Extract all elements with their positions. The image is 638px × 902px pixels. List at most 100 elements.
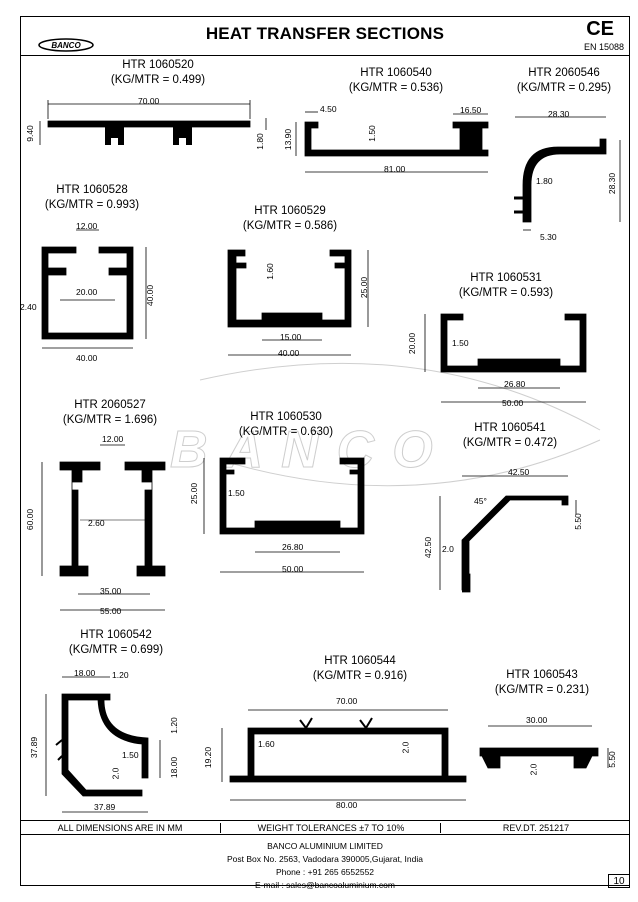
header: BANCO HEAT TRANSFER SECTIONS CE EN 15088 xyxy=(20,16,630,56)
dim-text: 12.00 xyxy=(76,221,98,231)
dim-text: 1.20 xyxy=(168,717,179,734)
section-weight: (KG/MTR = 0.586) xyxy=(242,220,338,232)
dim-text: 26.80 xyxy=(282,542,304,552)
footer-notes-row: ALL DIMENSIONS ARE IN MM WEIGHT TOLERANC… xyxy=(20,820,630,835)
section-label-1060544: HTR 1060544 (KG/MTR = 0.916) xyxy=(290,654,430,684)
dim-text: 30.00 xyxy=(526,715,548,725)
dim-text: 50.00 xyxy=(282,564,304,574)
dim-text: 40.00 xyxy=(76,353,98,363)
dim-text: 5.50 xyxy=(572,513,583,530)
dim-text: 20.00 xyxy=(76,287,98,297)
company-info: BANCO ALUMINIUM LIMITED Post Box No. 256… xyxy=(20,840,630,892)
section-weight: (KG/MTR = 0.916) xyxy=(312,670,408,682)
page-number: 10 xyxy=(608,874,630,888)
dim-text: 81.00 xyxy=(384,164,406,174)
dim-text: 19.20 xyxy=(203,746,214,769)
section-label-1060542: HTR 1060542 (KG/MTR = 0.699) xyxy=(46,628,186,658)
section-weight: (KG/MTR = 0.536) xyxy=(348,82,444,94)
dim-text: 13.90 xyxy=(283,128,294,151)
dim-text: 1.60 xyxy=(258,739,275,749)
page-title: HEAT TRANSFER SECTIONS xyxy=(205,24,445,43)
dim-text: 1.50 xyxy=(228,488,245,498)
section-label-1060529: HTR 1060529 (KG/MTR = 0.586) xyxy=(220,204,360,234)
section-label-1060528: HTR 1060528 (KG/MTR = 0.993) xyxy=(22,183,162,213)
dim-text: 26.80 xyxy=(504,379,526,389)
dimensions-note: ALL DIMENSIONS ARE IN MM xyxy=(57,823,183,833)
dim-text: 2.0 xyxy=(442,544,454,554)
revision-date: REV.DT. 251217 xyxy=(440,823,631,833)
dim-text: 4.50 xyxy=(320,104,337,114)
profile-1060542 xyxy=(45,676,161,813)
dim-text: 9.40 xyxy=(24,125,35,142)
dim-text: 37.89 xyxy=(29,736,40,759)
section-code: HTR 1060530 xyxy=(250,411,322,423)
section-weight: (KG/MTR = 0.499) xyxy=(110,74,206,86)
dim-text: 1.50 xyxy=(122,750,139,760)
section-label-2060546: HTR 2060546 (KG/MTR = 0.295) xyxy=(494,66,634,96)
dim-text: 18.00 xyxy=(74,668,96,678)
section-label-1060530: HTR 1060530 (KG/MTR = 0.630) xyxy=(216,410,356,440)
section-label-1060543: HTR 1060543 (KG/MTR = 0.231) xyxy=(472,668,612,698)
dim-text: 28.30 xyxy=(607,172,618,195)
section-weight: (KG/MTR = 0.993) xyxy=(44,199,140,211)
dim-text: 5.50 xyxy=(606,751,617,768)
section-code: HTR 2060546 xyxy=(528,67,600,79)
dim-text: 42.50 xyxy=(423,536,434,559)
dim-text: 2.60 xyxy=(88,518,105,528)
page-frame xyxy=(20,16,630,886)
section-weight: (KG/MTR = 0.593) xyxy=(458,287,554,299)
dim-text: 1.50 xyxy=(452,338,469,348)
dim-text: 20.00 xyxy=(407,332,418,355)
section-code: HTR 1060541 xyxy=(474,422,546,434)
profile-1060529 xyxy=(227,249,369,356)
section-code: HTR 1060520 xyxy=(122,59,194,71)
section-label-2060527: HTR 2060527 (KG/MTR = 1.696) xyxy=(40,398,180,428)
dim-text: 55.00 xyxy=(100,606,122,616)
profile-2060527 xyxy=(41,444,166,611)
dim-text: 16.50 xyxy=(460,105,482,115)
section-label-1060531: HTR 1060531 (KG/MTR = 0.593) xyxy=(436,271,576,301)
dim-text: 80.00 xyxy=(336,800,358,810)
section-label-1060520: HTR 1060520 (KG/MTR = 0.499) xyxy=(88,58,228,88)
dim-text: 12.00 xyxy=(102,434,124,444)
profile-1060541 xyxy=(439,475,577,593)
dim-text: 40.00 xyxy=(278,348,300,358)
dim-text: 15.00 xyxy=(280,332,302,342)
dim-text: 25.00 xyxy=(359,276,370,299)
company-email: E-mail : sales@bancoaluminium.com xyxy=(255,880,395,890)
profile-1060544 xyxy=(221,709,467,801)
dim-text: 2.0 xyxy=(528,763,539,776)
section-code: HTR 1060542 xyxy=(80,629,152,641)
dim-text: 2.0 xyxy=(400,741,411,754)
dim-text: 18.00 xyxy=(169,756,180,779)
section-weight: (KG/MTR = 0.630) xyxy=(238,426,334,438)
profile-1060543 xyxy=(479,725,609,769)
company-phone: Phone : +91 265 6552552 xyxy=(275,867,375,877)
section-weight: (KG/MTR = 0.472) xyxy=(462,437,558,449)
section-code: HTR 1060529 xyxy=(254,205,326,217)
banco-logo: BANCO xyxy=(38,38,94,52)
dim-text: 45° xyxy=(474,496,487,506)
dim-text: 28.30 xyxy=(548,109,570,119)
dim-text: 70.00 xyxy=(138,96,160,106)
profile-1060531 xyxy=(424,313,587,403)
profile-1060530 xyxy=(203,457,365,573)
ce-mark: CE xyxy=(586,18,614,40)
dim-text: 1.80 xyxy=(254,133,265,150)
watermark-swoosh xyxy=(199,362,601,487)
section-code: HTR 1060540 xyxy=(360,67,432,79)
section-weight: (KG/MTR = 0.231) xyxy=(494,684,590,696)
section-label-1060541: HTR 1060541 (KG/MTR = 0.472) xyxy=(440,421,580,451)
dim-text: 5.30 xyxy=(540,232,557,242)
company-address: Post Box No. 2563, Vadodara 390005,Gujar… xyxy=(227,854,423,864)
standard-label: EN 15088 xyxy=(583,42,624,52)
section-code: HTR 2060527 xyxy=(74,399,146,411)
tolerance-note: WEIGHT TOLERANCES ±7 TO 10% xyxy=(220,823,441,833)
company-name: BANCO ALUMINIUM LIMITED xyxy=(267,841,383,851)
dim-text: 1.60 xyxy=(264,263,275,280)
section-code: HTR 1060531 xyxy=(470,272,542,284)
section-code: HTR 1060544 xyxy=(324,655,396,667)
profile-1060528 xyxy=(41,229,147,349)
section-weight: (KG/MTR = 1.696) xyxy=(62,414,158,426)
section-label-1060540: HTR 1060540 (KG/MTR = 0.536) xyxy=(326,66,466,96)
